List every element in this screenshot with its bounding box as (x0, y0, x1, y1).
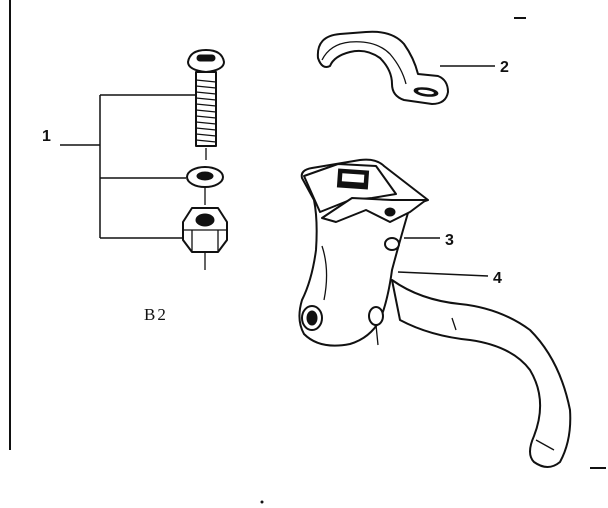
part-3-4-lever-assembly: 3 4 (298, 158, 572, 468)
bolt-thread-lines (195, 79, 217, 143)
bracket-wing (321, 197, 427, 223)
callout-4-label: 4 (493, 270, 502, 287)
nut-hole (195, 213, 215, 227)
callout-3-label: 3 (445, 232, 454, 249)
callout-2-label: 2 (500, 59, 509, 76)
callout-1-leaders (60, 94, 196, 239)
bolt-head-slot (196, 54, 216, 62)
part-2-clamp: 2 (316, 30, 509, 105)
part-1-group: 1 (42, 49, 228, 270)
clamp-slot-inner (418, 89, 434, 95)
brake-lever-blade (391, 279, 572, 468)
callout-4-leader (397, 271, 489, 277)
washer-hole (196, 171, 214, 181)
bracket-hole-3 (384, 237, 400, 251)
bolt-shank (195, 71, 217, 147)
bracket-adjuster (368, 306, 384, 326)
bracket-pivot-small (384, 207, 396, 217)
figure-label: B2 (144, 305, 168, 324)
clamp-inner-edge (321, 41, 407, 85)
clamp-body (316, 30, 449, 105)
stray-dot (260, 500, 264, 504)
callout-1-label: 1 (42, 128, 51, 145)
